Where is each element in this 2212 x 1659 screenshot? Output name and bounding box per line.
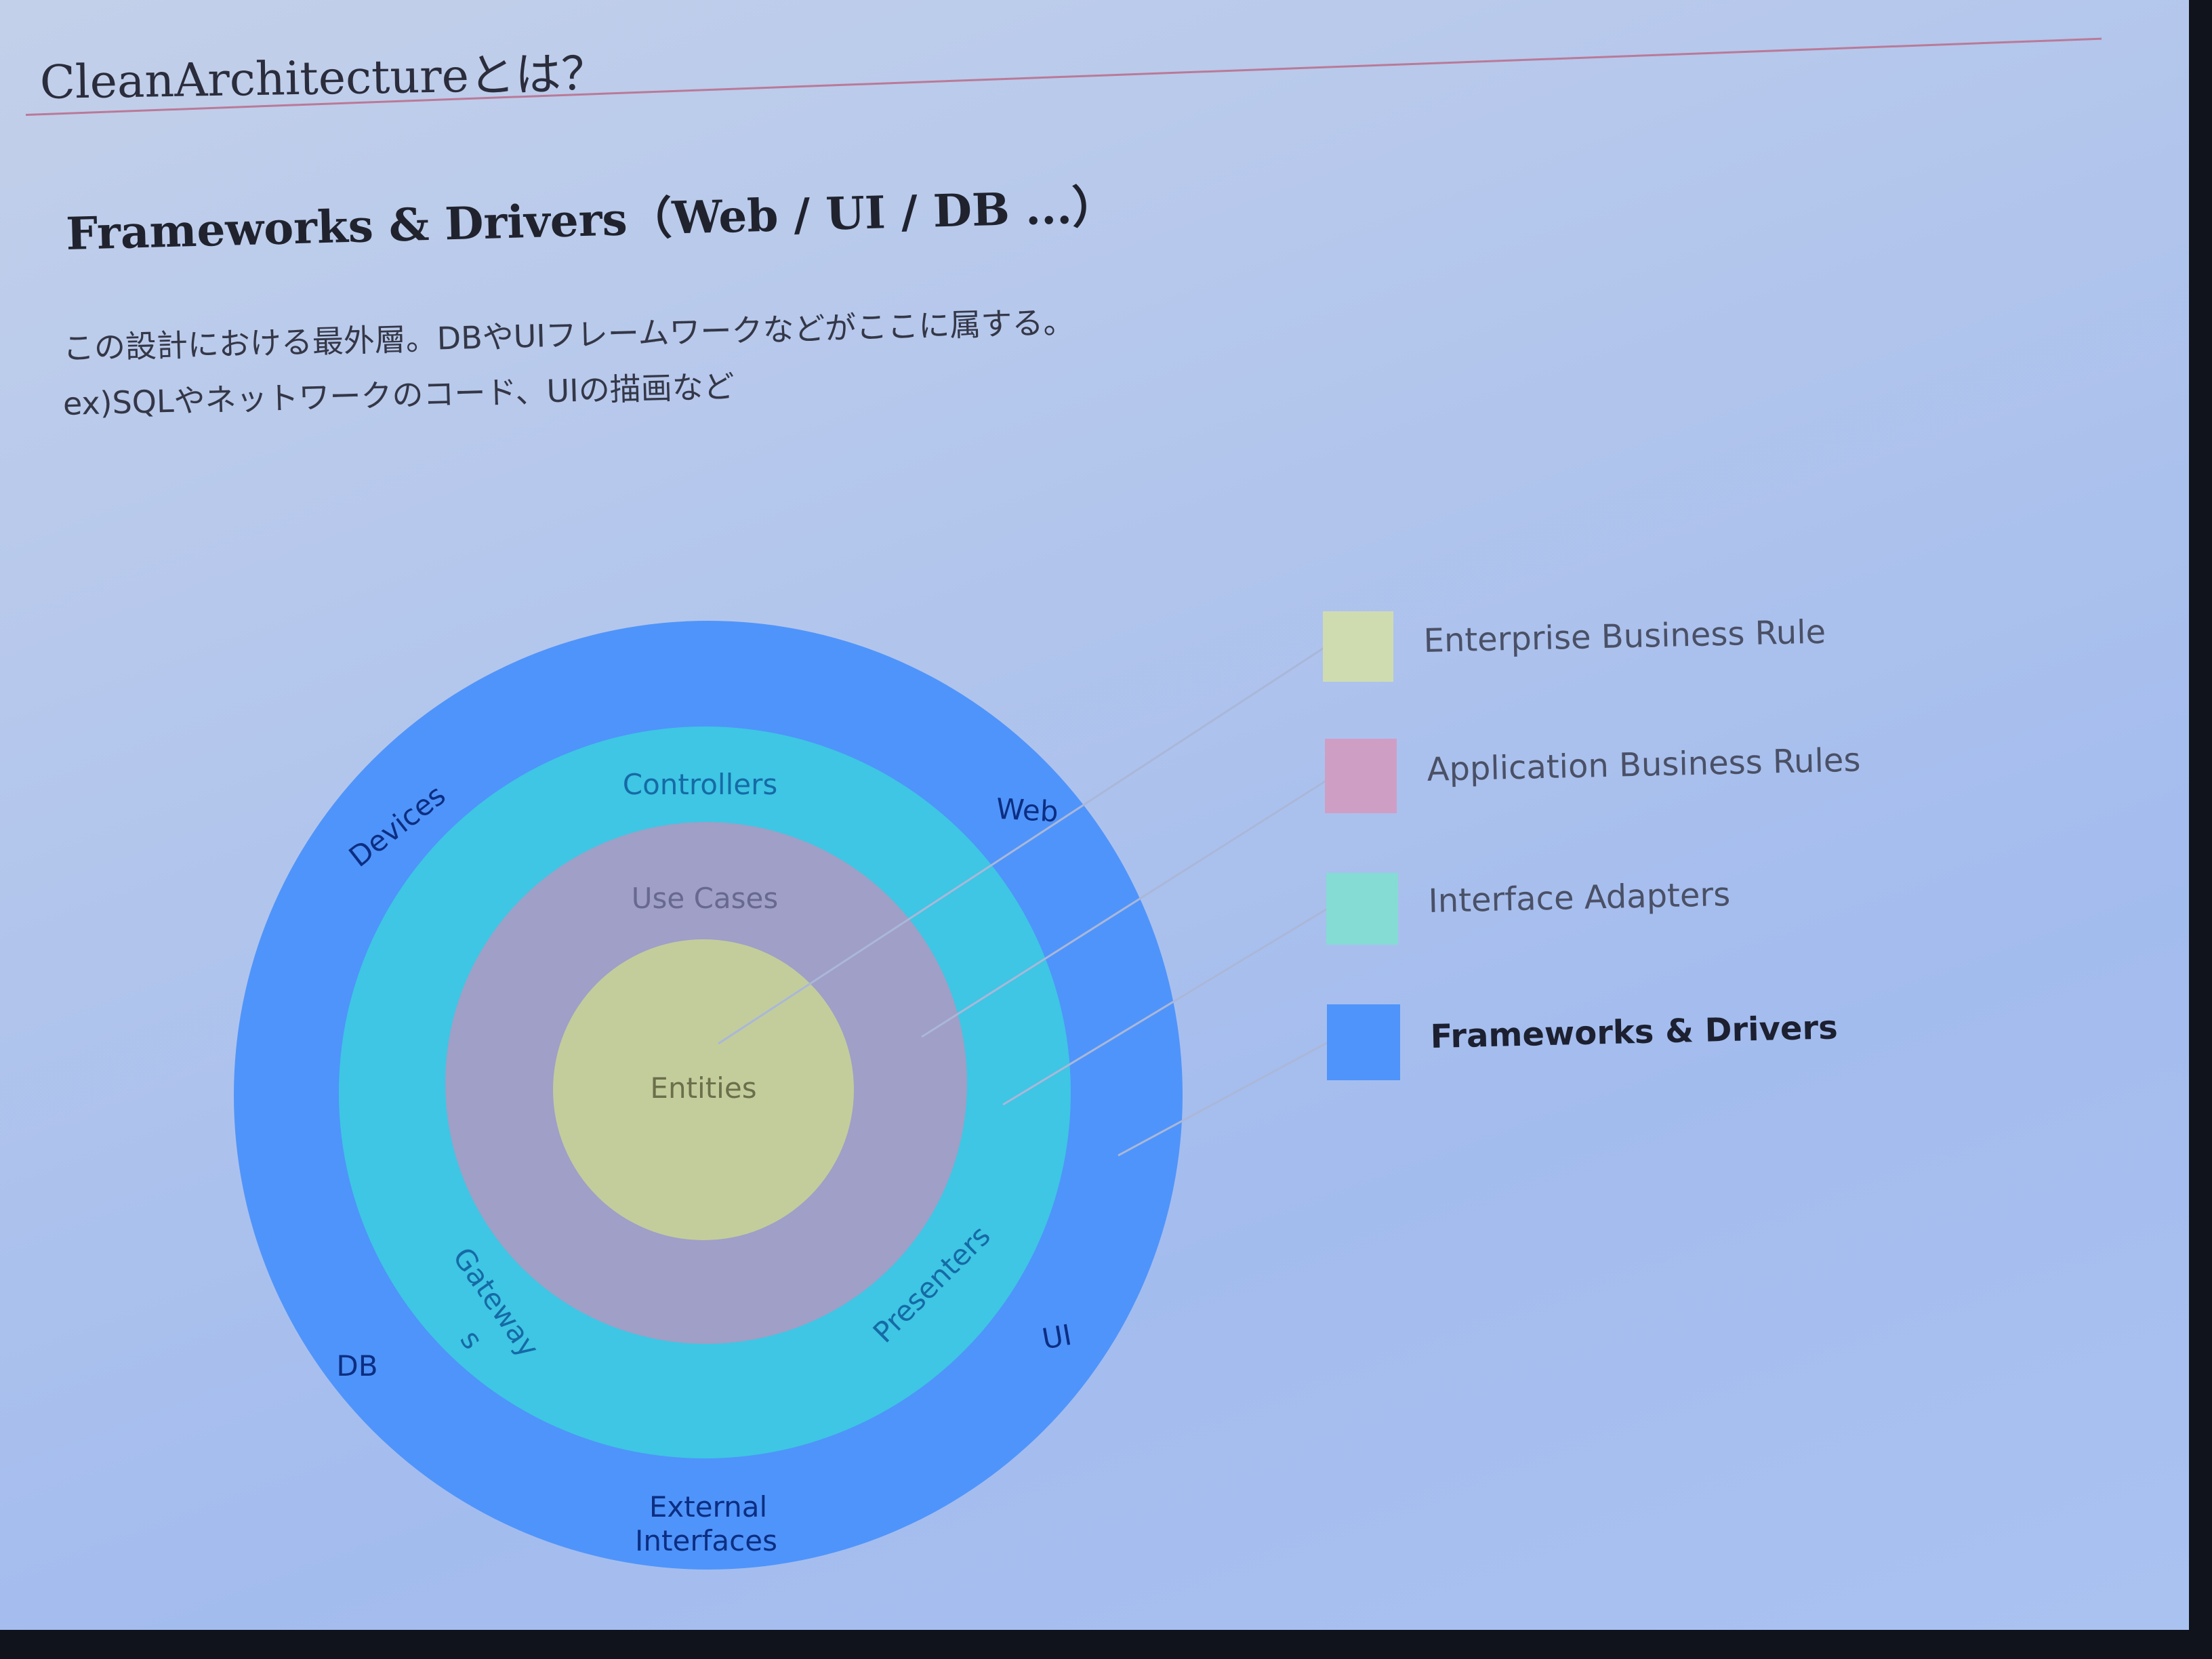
ring-label-external: External [649, 1490, 767, 1523]
entities-circle [553, 939, 854, 1240]
ring-label-entities: Entities [650, 1071, 756, 1105]
ring-label-interfaces: Interfaces [635, 1524, 777, 1557]
connector-line-adapters [1002, 907, 1329, 1106]
legend-swatch-application-business-rules [1325, 739, 1397, 813]
connector-line-frameworks [1118, 1039, 1332, 1157]
connector-line-usecases [921, 778, 1329, 1038]
ring-label-ui: UI [1040, 1318, 1074, 1356]
ring-label-controllers: Controllers [623, 768, 777, 801]
legend-swatch-enterprise-business-rule [1323, 611, 1393, 682]
legend-swatch-frameworks-drivers [1327, 1004, 1400, 1080]
ring-label-db: DB [336, 1349, 377, 1382]
connector-line-entities [718, 646, 1326, 1045]
ring-label-use-cases: Use Cases [632, 882, 778, 915]
legend-swatch-interface-adapters [1326, 873, 1398, 945]
legend-label-interface-adapters: Interface Adapters [1428, 875, 1731, 920]
ring-label-web: Web [996, 792, 1059, 829]
presentation-slide: CleanArchitectureとは？ Frameworks & Driver… [0, 0, 2189, 1630]
clean-architecture-diagram: Devices Web DB UI External Interfaces Co… [234, 621, 1332, 1570]
